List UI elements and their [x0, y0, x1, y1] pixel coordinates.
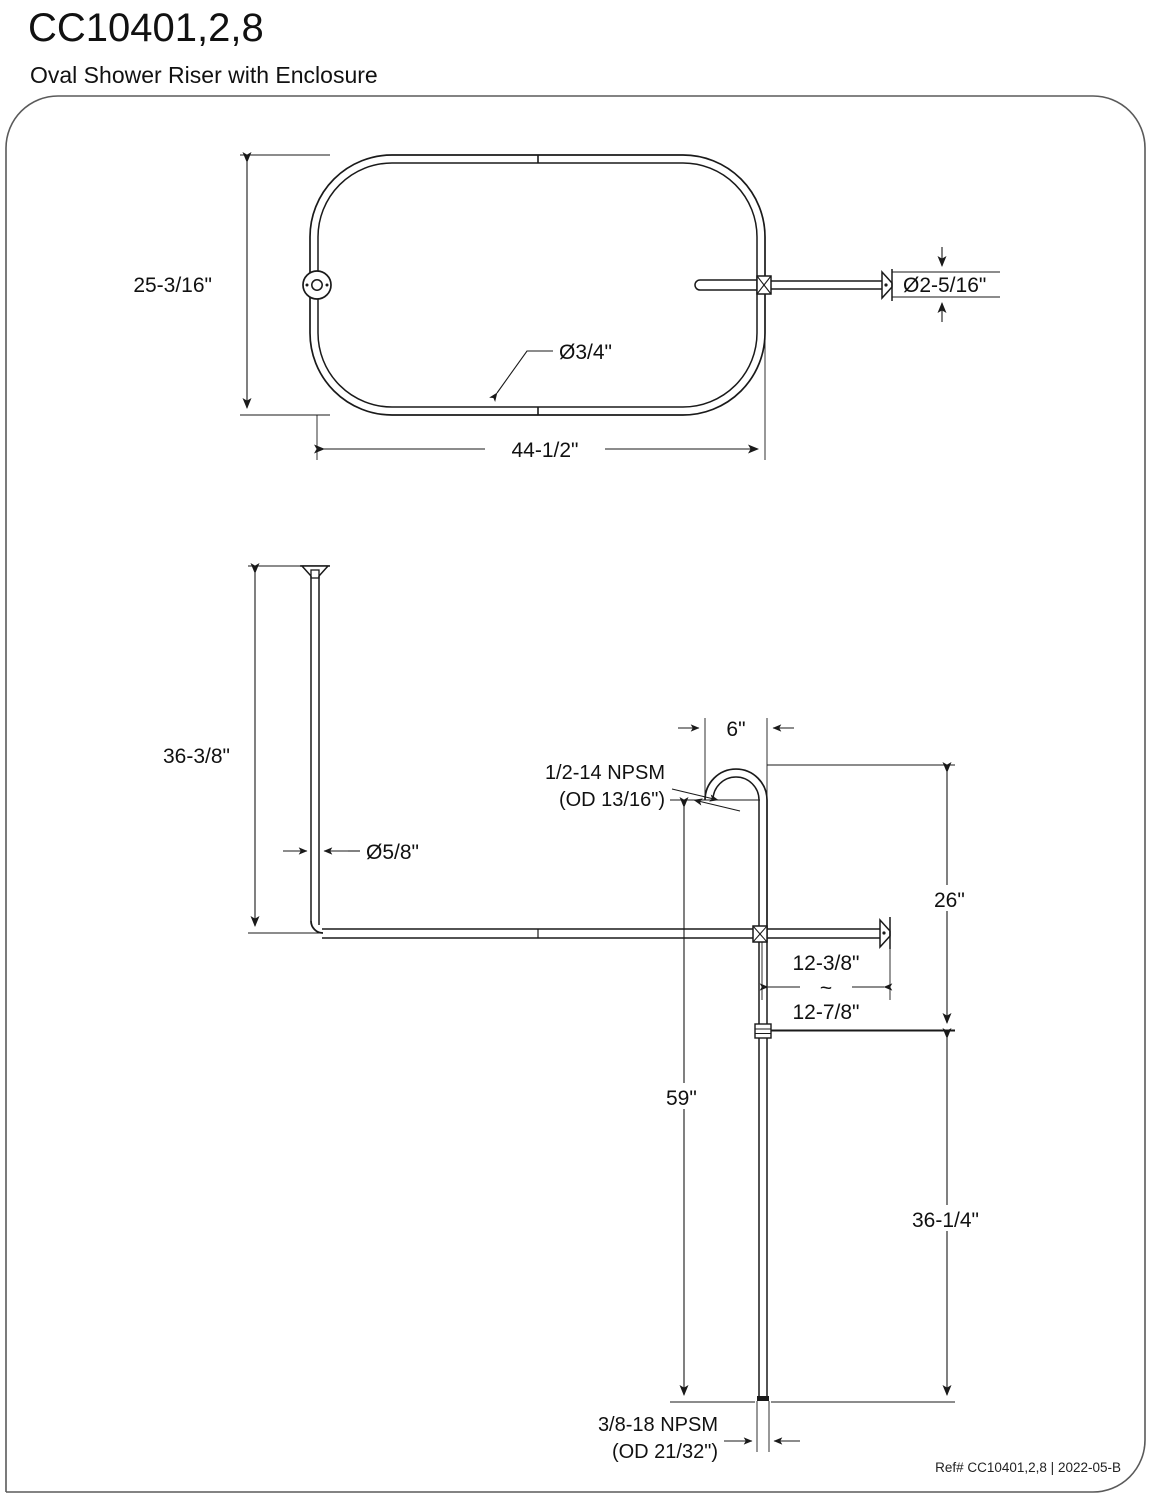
dimension-riser-to-wall-range: 12-3/8" ~ 12-7/8" [759, 942, 893, 1024]
dimension-label-flange-diameter: Ø2-5/16" [903, 274, 986, 297]
dimension-ceiling-support-height: 36-3/8" [163, 563, 320, 934]
riser-rod-connector [752, 925, 768, 943]
dimension-shower-head-offset: 6" [678, 718, 794, 795]
dimension-label-supply-thread: 3/8-18 NPSM [598, 1414, 718, 1436]
dimension-flange-diameter: Ø2-5/16" [892, 247, 1000, 322]
dimension-label-shower-head-offset: 6" [726, 718, 745, 741]
horizontal-enclosure-rod [322, 928, 760, 939]
top-view-support-rod [694, 269, 893, 301]
dimension-label-support-rod-diameter: Ø5/8" [366, 841, 419, 864]
dimension-riser-total-height: 59" [662, 797, 760, 1403]
dimension-shower-arm-thread: 1/2-14 NPSM (OD 13/16") [545, 762, 741, 812]
dimension-label-ceiling-support-height: 36-3/8" [163, 745, 230, 768]
dimension-tube-diameter: Ø3/4" [489, 341, 612, 402]
dimension-label-shower-arm-thread: 1/2-14 NPSM [545, 762, 665, 784]
sheet-border [5, 95, 1146, 1493]
ceiling-flange [300, 565, 330, 579]
dimension-label-tube-diameter: Ø3/4" [559, 341, 612, 364]
dimension-label-riser-to-wall-max: 12-7/8" [793, 1001, 860, 1024]
ceiling-support-rod [310, 576, 324, 934]
dimension-label-lower-riser-height: 36-1/4" [912, 1209, 979, 1232]
dimension-oval-height: 25-3/16" [133, 152, 330, 416]
dimension-arm-height: 26" [767, 762, 968, 1031]
dimension-supply-thread: 3/8-18 NPSM (OD 21/32") [598, 1401, 800, 1463]
top-view-oval-enclosure: 25-3/16" 44-1/2" Ø3/4" Ø2-5/1 [133, 152, 1000, 462]
dimension-lower-riser-height: 36-1/4" [771, 1028, 990, 1403]
dimension-label-shower-arm-od: (OD 13/16") [559, 789, 665, 811]
page-title: CC10401,2,8 [28, 6, 264, 50]
oval-clamp-fitting [302, 270, 332, 300]
riser-coupling-collar [754, 1023, 772, 1039]
dimension-label-oval-width: 44-1/2" [512, 439, 579, 462]
dimension-label-oval-height: 25-3/16" [133, 274, 212, 297]
dimension-support-rod-diameter: Ø5/8" [283, 841, 419, 864]
reference-footer: Ref# CC10401,2,8 | 2022-05-B [935, 1460, 1121, 1475]
page-subtitle: Oval Shower Riser with Enclosure [30, 62, 378, 88]
dimension-label-supply-od: (OD 21/32") [612, 1441, 718, 1463]
side-view-shower-riser: 36-3/8" Ø5/8" 6" 1/2-14 NPSM [163, 563, 990, 1463]
dimension-label-riser-to-wall-min: 12-3/8" [793, 952, 860, 975]
riser-vertical-pipe [757, 930, 769, 1401]
shower-head-gooseneck [704, 768, 768, 930]
dimension-label-arm-height: 26" [934, 889, 965, 912]
dimension-label-riser-total-height: 59" [666, 1087, 697, 1110]
dimension-oval-width: 44-1/2" [314, 300, 766, 462]
dimension-label-riser-to-wall-range-symbol: ~ [820, 977, 832, 1000]
riser-wall-rod [767, 917, 891, 949]
